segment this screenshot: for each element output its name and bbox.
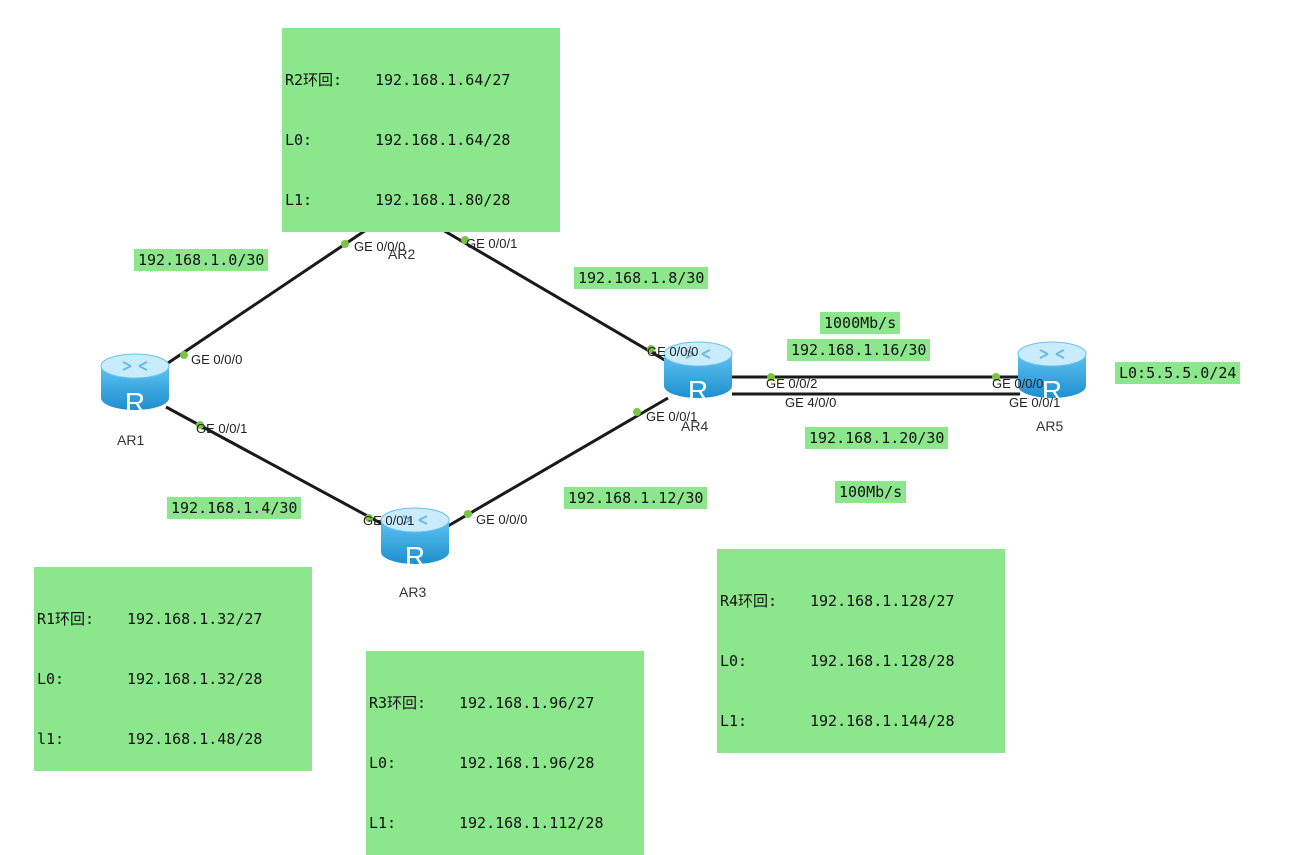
port-label-ar5-g1: GE 0/0/1	[1009, 395, 1061, 410]
router-icon-ar3[interactable]	[380, 507, 450, 564]
link-ar2-ar4[interactable]	[435, 224, 669, 364]
note-row: L0:192.168.1.128/28	[720, 652, 955, 670]
note-row: L0:192.168.1.32/28	[37, 670, 263, 688]
router-name-ar3: AR3	[399, 584, 427, 600]
note-row: L0:192.168.1.64/28	[285, 131, 511, 149]
router-glyph-ar5: R	[1042, 375, 1062, 406]
port-dot-ar2-g1	[461, 236, 469, 244]
router-name-ar2: AR2	[388, 246, 416, 262]
router-name-ar5: AR5	[1036, 418, 1064, 434]
speed-label-1000: 1000Mb/s	[820, 312, 901, 334]
subnet-label-ar1-ar2: 192.168.1.0/30	[134, 249, 269, 271]
router-name-ar4: AR4	[681, 418, 709, 434]
link-ar3-ar4[interactable]	[447, 396, 669, 528]
port-label-ar4-g400: GE 4/0/0	[785, 395, 837, 410]
loopback-note-r3: R3环回:192.168.1.96/27 L0:192.168.1.96/28 …	[366, 651, 644, 855]
port-dot-ar4-g1	[633, 408, 641, 416]
router-glyph-ar3: R	[405, 541, 425, 572]
subnet-label-ar3-ar4: 192.168.1.12/30	[564, 487, 708, 509]
port-dot-ar1-g1	[196, 421, 204, 429]
subnet-label-ar4-ar5-a: 192.168.1.16/30	[787, 339, 931, 361]
router-icon-ar4[interactable]	[663, 341, 733, 398]
port-label-ar2-g1: GE 0/0/1	[466, 236, 518, 251]
port-label-ar5-g0: GE 0/0/0	[992, 376, 1044, 391]
note-row: R2环回:192.168.1.64/27	[285, 71, 511, 89]
port-dot-ar4-g2	[767, 373, 775, 381]
port-label-ar2-g0: GE 0/0/0	[354, 239, 406, 254]
loopback-note-r4: R4环回:192.168.1.128/27 L0:192.168.1.128/2…	[717, 549, 1005, 753]
router-glyph-ar1: R	[125, 387, 145, 418]
subnet-label-ar4-ar5-b: 192.168.1.20/30	[805, 427, 949, 449]
note-row: R1环回:192.168.1.32/27	[37, 610, 263, 628]
loopback-note-r1: R1环回:192.168.1.32/27 L0:192.168.1.32/28 …	[34, 567, 312, 771]
subnet-label-ar2-ar4: 192.168.1.8/30	[574, 267, 709, 289]
note-row: l1:192.168.1.48/28	[37, 730, 263, 748]
note-row: L1:192.168.1.144/28	[720, 712, 955, 730]
port-dot-ar1-g0	[180, 351, 188, 359]
note-row: R3环回:192.168.1.96/27	[369, 694, 595, 712]
port-dot-ar4-g0	[647, 345, 655, 353]
link-ar1-ar2[interactable]	[167, 224, 373, 365]
note-row: L0:192.168.1.96/28	[369, 754, 595, 772]
port-label-ar4-g1: GE 0/0/1	[646, 409, 698, 424]
port-dot-ar3-g1	[365, 514, 373, 522]
note-row: L1:192.168.1.112/28	[369, 814, 604, 832]
port-dot-ar2-g0	[341, 240, 349, 248]
port-dot-ar5-g0	[992, 373, 1000, 381]
port-label-ar1-g1: GE 0/0/1	[196, 421, 248, 436]
port-dot-ar3-g0	[464, 510, 472, 518]
loopback-note-r2: R2环回:192.168.1.64/27 L0:192.168.1.64/28 …	[282, 28, 560, 232]
port-label-ar3-g1: GE 0/0/1	[363, 513, 415, 528]
router-name-ar1: AR1	[117, 432, 145, 448]
note-row: R4环回:192.168.1.128/27	[720, 592, 955, 610]
router-glyph-ar4: R	[688, 375, 708, 406]
subnet-label-ar1-ar3: 192.168.1.4/30	[167, 497, 302, 519]
note-row: L1:192.168.1.80/28	[285, 191, 511, 209]
port-label-ar4-g0: GE 0/0/0	[647, 344, 699, 359]
loopback-label-ar5: L0:5.5.5.0/24	[1115, 362, 1241, 384]
port-label-ar3-g0: GE 0/0/0	[476, 512, 528, 527]
speed-label-100: 100Mb/s	[835, 481, 907, 503]
port-dots	[180, 236, 1000, 522]
router-icon-ar5[interactable]	[1017, 341, 1087, 398]
router-icon-ar1[interactable]	[100, 353, 170, 410]
port-label-ar4-g2: GE 0/0/2	[766, 376, 818, 391]
port-label-ar1-g0: GE 0/0/0	[191, 352, 243, 367]
